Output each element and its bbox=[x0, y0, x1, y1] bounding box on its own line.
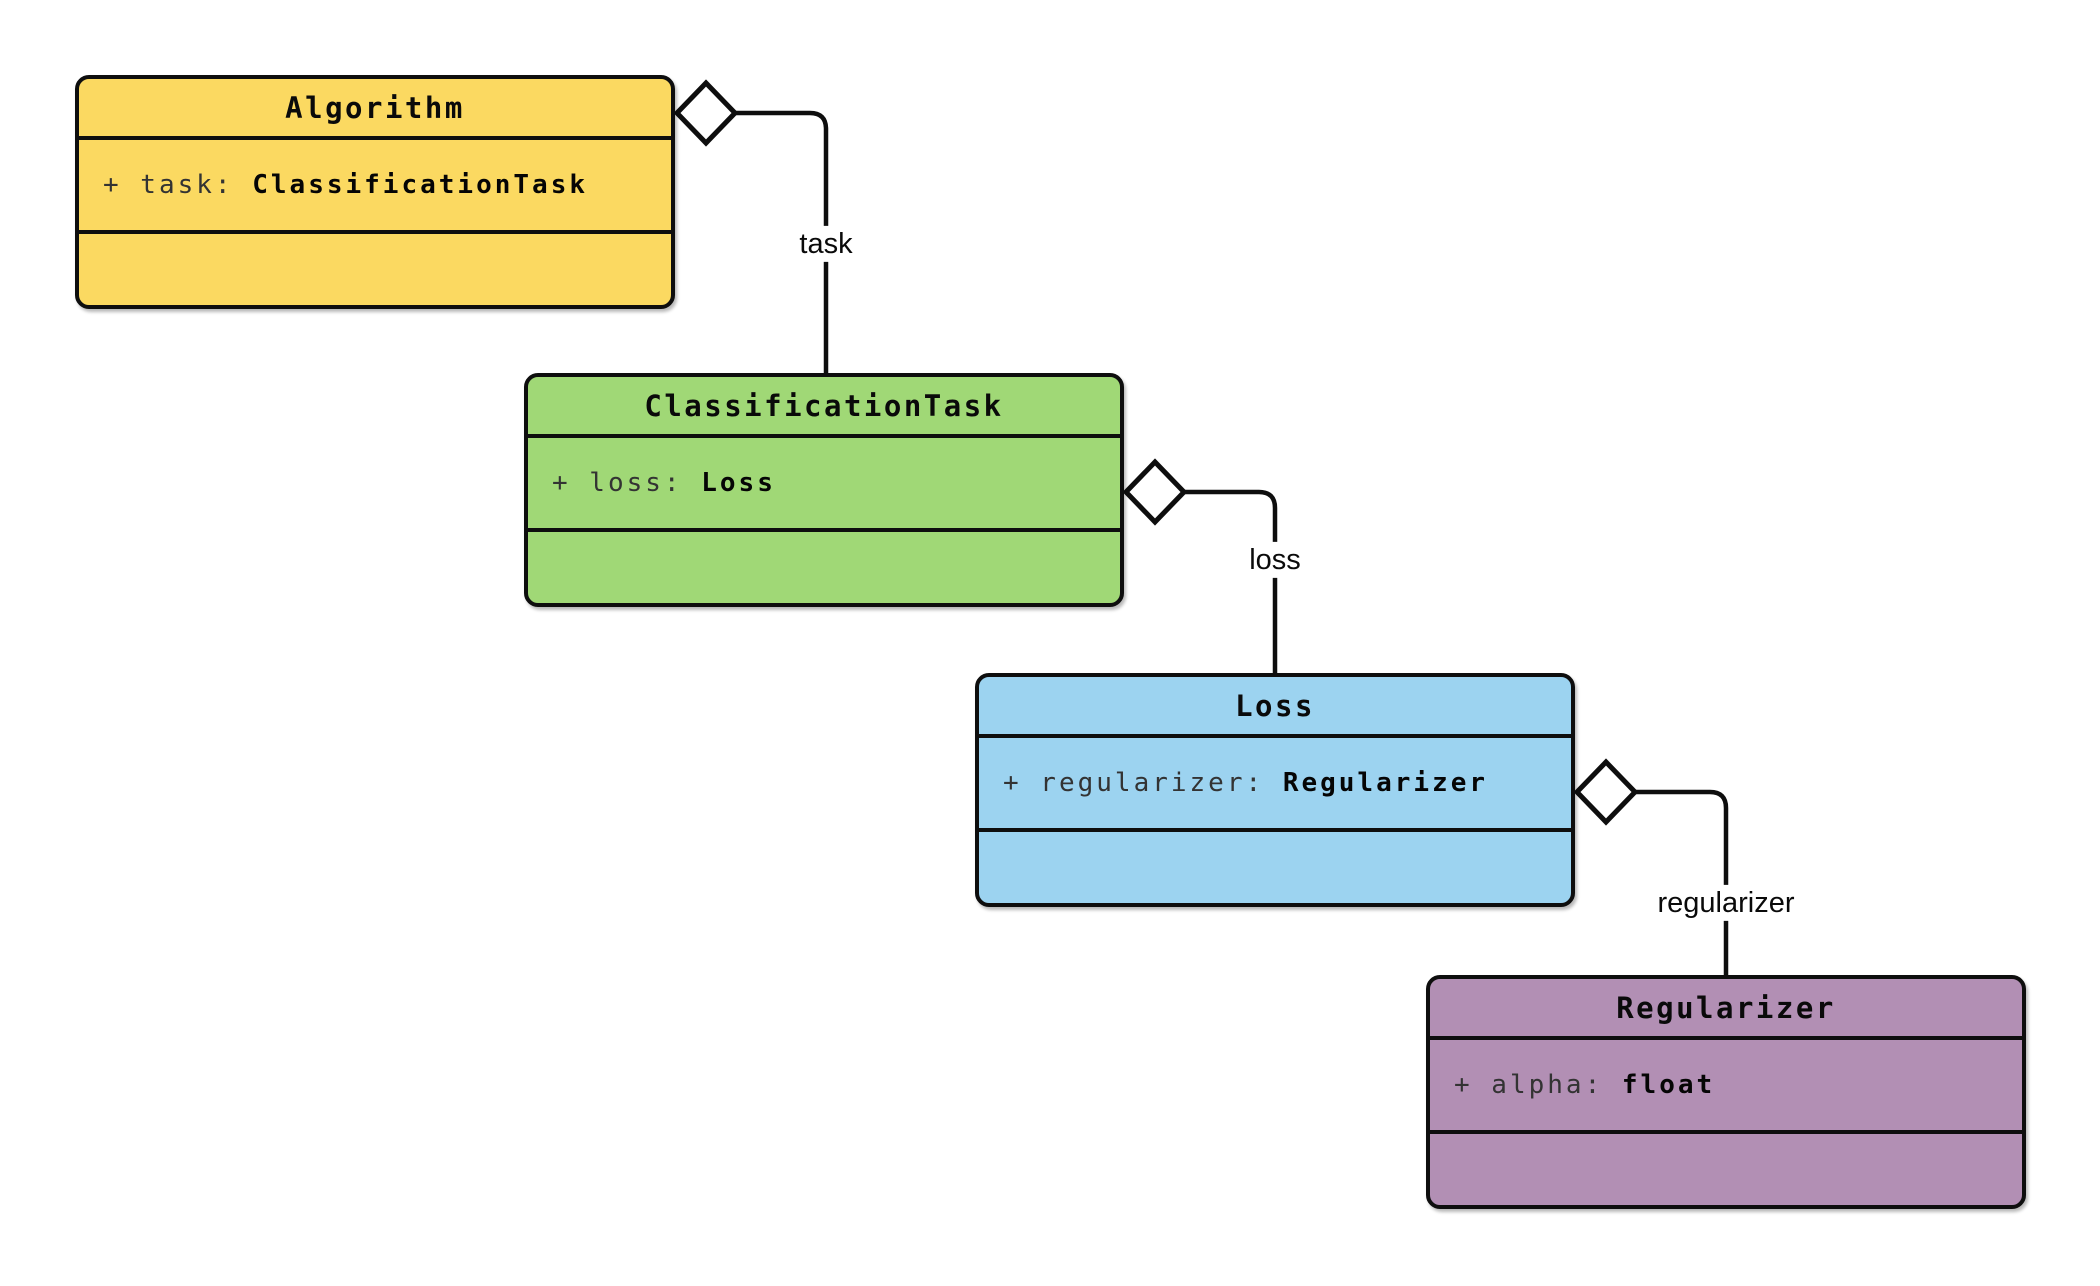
class-box-algorithm: Algorithm + task: ClassificationTask bbox=[75, 75, 675, 309]
attribute-type: Regularizer bbox=[1282, 768, 1488, 798]
class-attribute: + task: ClassificationTask bbox=[79, 140, 671, 234]
class-attribute: + loss: Loss bbox=[528, 438, 1120, 532]
attribute-name: + alpha: bbox=[1454, 1070, 1622, 1100]
relation-edge-task bbox=[735, 110, 829, 373]
attribute-name: + regularizer: bbox=[1003, 768, 1283, 798]
class-methods-empty bbox=[528, 532, 1120, 603]
class-title: Algorithm bbox=[79, 79, 671, 140]
attribute-type: Loss bbox=[701, 468, 776, 498]
aggregation-diamond-icon bbox=[1573, 758, 1639, 826]
attribute-type: float bbox=[1621, 1070, 1716, 1100]
class-box-regularizer: Regularizer + alpha: float bbox=[1426, 975, 2026, 1209]
class-methods-empty bbox=[979, 832, 1571, 903]
class-title: Loss bbox=[979, 677, 1571, 738]
class-attribute: + alpha: float bbox=[1430, 1040, 2022, 1134]
class-methods-empty bbox=[1430, 1134, 2022, 1205]
attribute-name: + task: bbox=[103, 170, 253, 200]
aggregation-diamond-icon bbox=[673, 79, 739, 147]
relation-label-regularizer: regularizer bbox=[1650, 884, 1802, 922]
relation-label-loss: loss bbox=[1242, 541, 1308, 579]
aggregation-diamond-icon bbox=[1122, 458, 1188, 526]
class-attribute: + regularizer: Regularizer bbox=[979, 738, 1571, 832]
attribute-type: ClassificationTask bbox=[252, 170, 588, 200]
attribute-name: + loss: bbox=[552, 468, 702, 498]
relation-label-task: task bbox=[792, 225, 860, 263]
class-box-loss: Loss + regularizer: Regularizer bbox=[975, 673, 1575, 907]
class-methods-empty bbox=[79, 234, 671, 305]
class-title: Regularizer bbox=[1430, 979, 2022, 1040]
class-title: ClassificationTask bbox=[528, 377, 1120, 438]
relation-edge-loss bbox=[1184, 489, 1278, 673]
class-box-classificationtask: ClassificationTask + loss: Loss bbox=[524, 373, 1124, 607]
relation-edge-regularizer bbox=[1635, 789, 1729, 975]
